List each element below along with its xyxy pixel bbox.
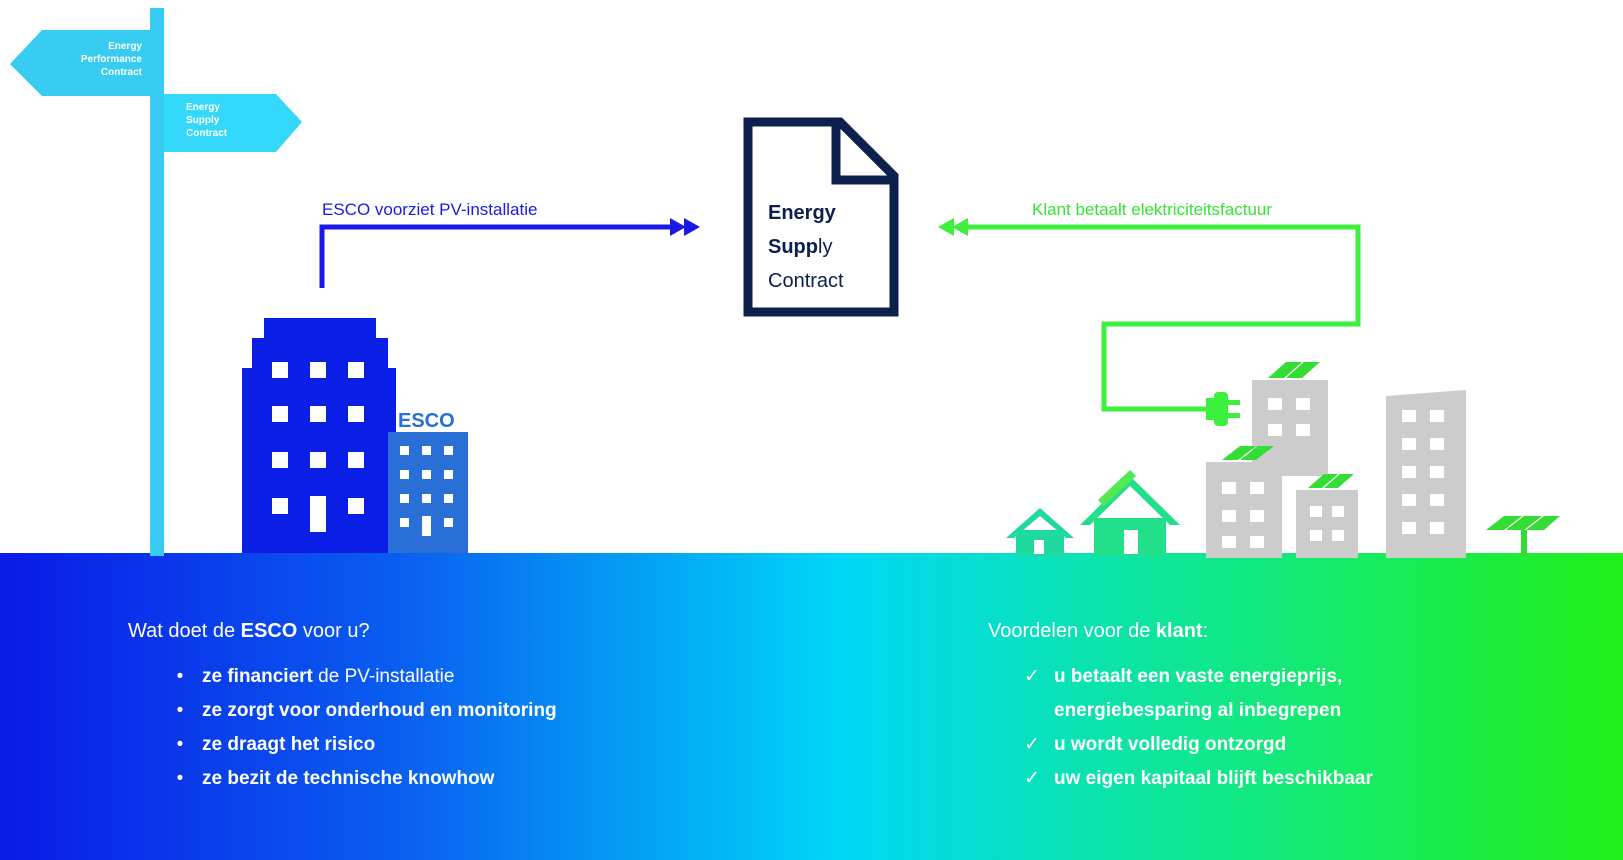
grey-building-tall <box>1386 390 1466 558</box>
ground-panel <box>0 553 1623 860</box>
list-item: •ze zorgt voor onderhoud en monitoring <box>168 694 557 728</box>
check-icon: ✓ <box>1024 666 1040 687</box>
client-flow-label: Klant betaalt elektriciteitsfactuur <box>1032 200 1273 219</box>
signpost <box>10 8 302 556</box>
esco-building-label: ESCO <box>398 410 455 432</box>
bullet-icon: • <box>176 666 184 687</box>
check-icon: ✓ <box>1024 768 1040 789</box>
list-item: ✓u betaalt een vaste energieprijs, <box>1020 660 1373 694</box>
plug-icon <box>1206 392 1240 426</box>
sign-right-line: Contract <box>186 128 228 139</box>
grey-building-mid <box>1296 490 1358 558</box>
sign-left-line: Contract <box>100 67 142 78</box>
sign-left-line: Energy <box>108 41 142 52</box>
document-line: Energy <box>768 202 836 224</box>
list-item: •ze draagt het risico <box>168 728 557 762</box>
sign-left-label: Energy Performance Contract <box>60 40 142 79</box>
esco-flow-line <box>319 218 700 288</box>
bullet-icon: • <box>176 768 184 789</box>
sign-right-arrow <box>164 94 302 152</box>
contract-document <box>743 117 899 317</box>
solar-panel-stand <box>1521 530 1527 556</box>
document-line: Supply <box>768 236 833 258</box>
list-item: •ze bezit de technische knowhow <box>168 762 557 796</box>
list-item: •ze financiert de PV-installatie <box>168 660 557 694</box>
esco-services-list: •ze financiert de PV-installatie •ze zor… <box>168 660 557 796</box>
medium-house <box>1080 470 1180 556</box>
client-flow-line <box>938 218 1361 412</box>
list-item: ✓u wordt volledig ontzorgd <box>1020 728 1373 762</box>
solar-panels <box>1222 362 1560 530</box>
list-item: ✓uw eigen kapitaal blijft beschikbaar <box>1020 762 1373 796</box>
client-benefits-list: ✓u betaalt een vaste energieprijs, energ… <box>1020 660 1373 796</box>
grey-building-left <box>1206 462 1282 558</box>
bullet-icon: • <box>176 700 184 721</box>
grey-building-center-top <box>1252 380 1328 476</box>
signpost-pole <box>150 8 164 556</box>
esco-main-building <box>242 318 396 553</box>
esco-annex-building <box>388 432 468 553</box>
sign-left-line: Performance <box>80 54 142 65</box>
check-icon: ✓ <box>1024 734 1040 755</box>
left-panel-heading: Wat doet de ESCO voor u? <box>128 620 370 642</box>
sign-right-line: Energy <box>186 102 220 113</box>
sign-right-label: Energy Supply Contract <box>186 101 227 140</box>
document-title: Energy Supply Contract <box>768 196 844 298</box>
sign-left-arrow <box>10 30 150 96</box>
document-line: Contract <box>768 270 844 292</box>
bullet-icon: • <box>176 734 184 755</box>
client-buildings <box>1206 380 1466 558</box>
sign-right-line: Supply <box>186 115 220 126</box>
list-item: energiebesparing al inbegrepen <box>1054 700 1342 721</box>
esco-flow-label: ESCO voorziet PV-installatie <box>322 200 538 219</box>
small-house <box>1006 508 1074 556</box>
right-panel-heading: Voordelen voor de klant: <box>988 620 1209 642</box>
